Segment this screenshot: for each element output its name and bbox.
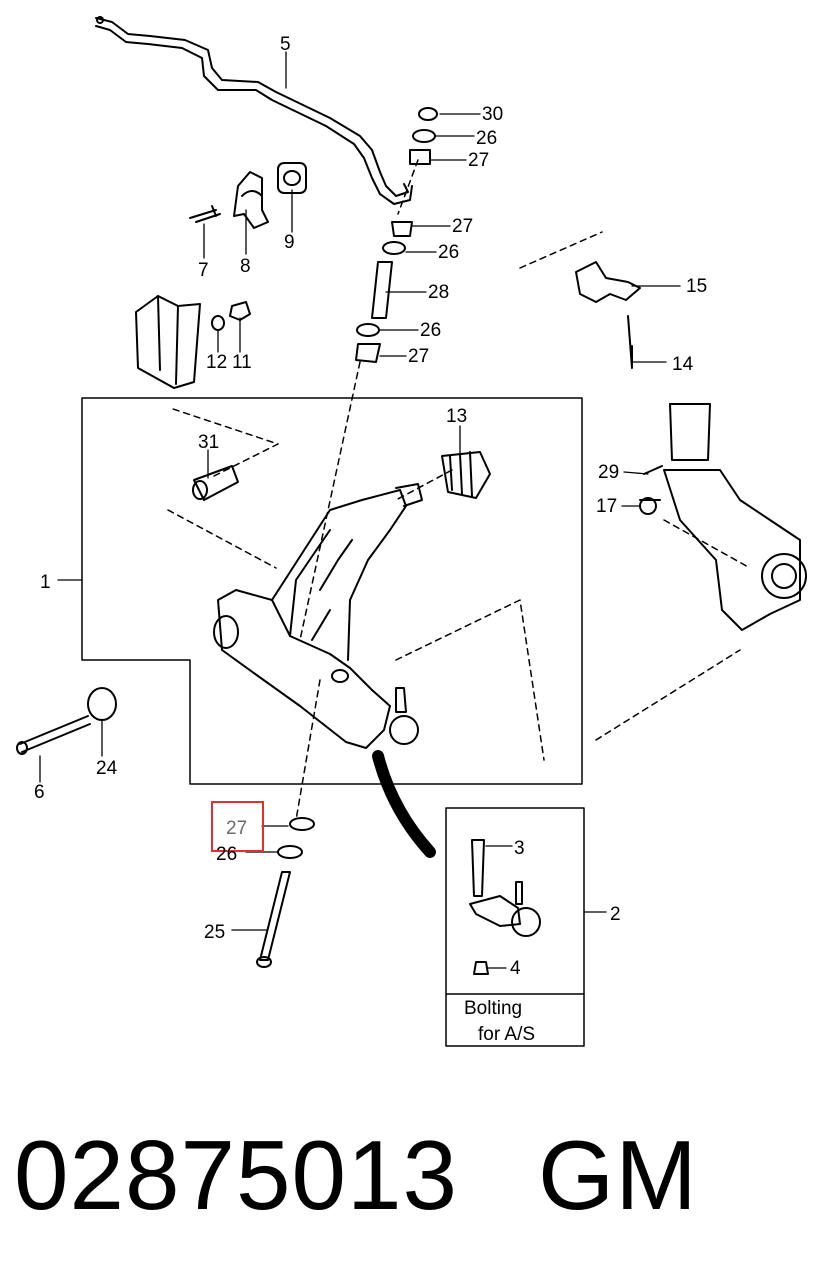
part-number: 02875013 [14,1120,459,1230]
label-part-6: 6 [34,782,45,803]
label-part-26-mid: 26 [438,242,459,263]
label-part-26-bottom: 26 [216,844,237,865]
part-number-footer: 02875013 GM [14,1120,814,1230]
label-part-26-low: 26 [420,320,441,341]
lower-control-arm [213,483,423,749]
detail-arrow [372,750,436,858]
label-part-14: 14 [672,354,694,375]
label-part-27-top: 27 [468,150,489,171]
detail-note-line1: Bolting [464,998,522,1019]
label-part-4: 4 [510,958,521,979]
label-part-1: 1 [40,572,51,593]
label-part-17: 17 [596,496,617,517]
label-part-27-highlighted[interactable]: 27 [226,818,247,839]
stabilizer-bar [95,16,413,205]
stabilizer-bushing-bracket [189,162,307,229]
brand-name: GM [538,1120,698,1230]
stabilizer-clamp [575,261,641,369]
label-part-31: 31 [198,432,219,453]
ball-joint [389,687,419,745]
subframe-bracket [135,295,251,389]
label-part-11: 11 [232,352,252,373]
rear-bushing [441,451,491,499]
label-part-5: 5 [280,34,291,55]
stabilizer-link-stack [355,107,438,363]
label-part-9: 9 [284,232,295,253]
label-part-13: 13 [446,406,467,427]
ball-joint-detail [469,839,541,975]
label-part-2: 2 [610,904,621,925]
front-bushing [192,465,239,501]
label-part-12: 12 [206,352,227,373]
steering-knuckle [639,403,807,631]
label-part-28: 28 [428,282,449,303]
ball-joint-detail-box [445,807,585,1047]
label-part-26-top: 26 [476,128,497,149]
label-part-27-low: 27 [408,346,429,367]
label-part-15: 15 [686,276,707,297]
highlight-box [211,801,264,852]
lower-arm-assembly-frame [81,397,583,785]
exploded-suspension-diagram: 1 2 3 4 5 6 7 8 9 11 12 13 14 15 17 24 2… [16,16,807,1047]
detail-note-line2: for A/S [478,1024,535,1045]
arm-pivot-bolt [16,687,117,755]
label-part-24: 24 [96,758,118,779]
label-part-25: 25 [204,922,225,943]
assembly-dashed-lines [167,159,751,821]
label-part-7: 7 [198,260,209,281]
label-part-8: 8 [240,256,251,277]
label-part-27-mid: 27 [452,216,473,237]
label-part-3: 3 [514,838,525,859]
label-part-29: 29 [598,462,619,483]
leader-lines [39,51,681,969]
lower-bolt-stack [256,817,315,968]
label-part-30: 30 [482,104,503,125]
